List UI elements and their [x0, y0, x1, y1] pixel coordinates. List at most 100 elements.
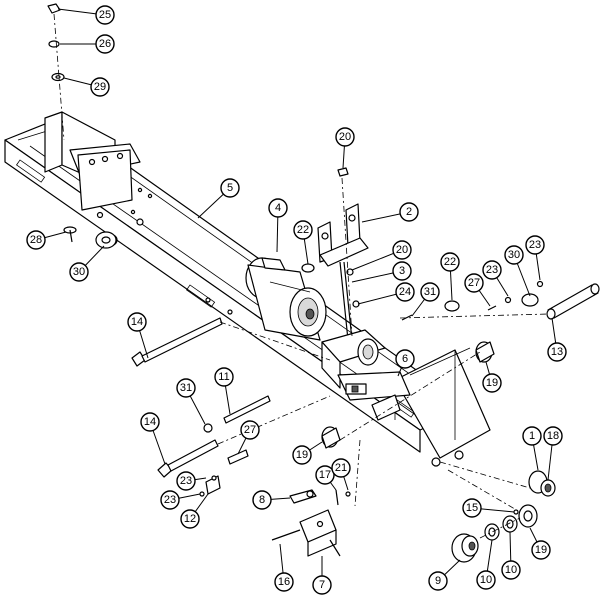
- callout-number: 24: [399, 286, 411, 298]
- callout-number: 30: [508, 249, 520, 261]
- callout-gear-box: 6: [395, 349, 415, 377]
- callout-number: 15: [466, 502, 478, 514]
- shaft: [546, 283, 600, 320]
- callout-circle: [90, 77, 110, 97]
- washer-a: [484, 523, 500, 541]
- callout-pulley: 9: [428, 559, 461, 591]
- callout-cotter-right: 23: [482, 260, 509, 297]
- callout-number: 7: [319, 579, 325, 591]
- callout-rod: 11: [214, 367, 234, 415]
- callout-nut-lower: 20: [351, 240, 412, 271]
- callout-number: 23: [529, 239, 541, 251]
- callout-circle: [482, 260, 502, 280]
- callout-circle: [462, 498, 482, 518]
- callout-nut: 25: [57, 5, 115, 25]
- callout-cable-clamp-left: 30: [69, 245, 105, 282]
- callout-screw-switch: 16: [274, 543, 294, 592]
- callout-number: 11: [218, 371, 229, 383]
- callouts-layer: 2526292054222203242830222723302331146131…: [26, 5, 567, 595]
- callout-number: 19: [486, 377, 498, 389]
- cotter-right: [504, 296, 512, 304]
- callout-circle: [392, 261, 412, 281]
- callout-number: 31: [180, 382, 192, 394]
- limit-switch: [299, 509, 341, 557]
- callout-circle: [140, 412, 160, 432]
- callout-spacer-bottom: 19: [529, 527, 551, 560]
- callout-number: 31: [424, 286, 436, 298]
- callout-circle: [292, 445, 312, 465]
- callout-circle: [395, 282, 415, 302]
- screw: [335, 489, 339, 506]
- callout-circle: [331, 458, 351, 478]
- callout-number: 8: [259, 494, 265, 506]
- callout-number: 13: [551, 346, 563, 358]
- flat-washer: [51, 72, 65, 82]
- callout-circle: [220, 178, 240, 198]
- callout-bolt-lower: 14: [140, 412, 166, 465]
- callout-spacer-right: 19: [482, 361, 502, 393]
- callout-pin-right: 31: [411, 282, 440, 317]
- callout-circle: [392, 240, 412, 260]
- callout-circle: [482, 373, 502, 393]
- callout-spacer-center: 19: [292, 441, 323, 465]
- callout-number: 27: [244, 424, 256, 436]
- callout-number: 21: [335, 462, 347, 474]
- callout-number: 2: [406, 206, 412, 218]
- callout-circle: [95, 5, 115, 25]
- callout-circle: [543, 426, 563, 446]
- callout-number: 16: [278, 576, 290, 588]
- callout-number: 29: [94, 81, 106, 93]
- nut-top: [337, 167, 349, 177]
- callout-circle: [335, 127, 355, 147]
- callout-number: 14: [131, 316, 143, 328]
- callout-circle: [252, 490, 272, 510]
- bracket: [317, 203, 369, 267]
- callout-circle: [274, 572, 294, 592]
- callout-number: 23: [164, 494, 176, 506]
- cotter-left-lower: [199, 491, 205, 497]
- callout-number: 19: [296, 449, 308, 461]
- callout-number: 20: [339, 131, 351, 143]
- carriage-bolt: [63, 226, 77, 243]
- motor: [245, 257, 327, 341]
- callout-cable-clamp-right: 30: [504, 245, 531, 297]
- callout-circle: [525, 235, 545, 255]
- callout-number: 22: [297, 224, 309, 236]
- callout-switch-actuator: 8: [252, 490, 291, 510]
- spring: [339, 261, 353, 341]
- callout-washer: 24: [357, 282, 415, 305]
- callout-number: 4: [275, 202, 281, 214]
- callout-number: 12: [184, 513, 196, 525]
- clevis-pin-right: [487, 305, 497, 311]
- callout-lock-nut-right: 22: [440, 252, 460, 301]
- callout-number: 6: [402, 353, 408, 365]
- callout-clip: 12: [180, 493, 209, 529]
- clevis-pin-left: [227, 449, 249, 465]
- callout-cotter-left-upper: 23: [176, 471, 207, 491]
- lock-nut-right: [444, 300, 460, 312]
- callout-circle: [26, 230, 46, 250]
- callout-cap: 18: [543, 426, 563, 481]
- callout-number: 5: [227, 182, 233, 194]
- callout-nut-top: 20: [335, 127, 355, 169]
- callout-circle: [95, 34, 115, 54]
- callout-circle: [214, 367, 234, 387]
- callout-limit-switch: 7: [312, 556, 332, 595]
- callout-circle: [464, 273, 484, 293]
- cable-clamp-right: [521, 293, 539, 307]
- callout-number: 18: [547, 430, 559, 442]
- callout-clevis-pin-left: 27: [237, 420, 260, 455]
- switch-actuator: [289, 489, 317, 504]
- callout-circle: [420, 282, 440, 302]
- callout-circle: [293, 220, 313, 240]
- callout-lock-nut: 22: [293, 220, 313, 265]
- callout-circle: [69, 262, 89, 282]
- callout-circle: [522, 426, 542, 446]
- callout-circle: [399, 202, 419, 222]
- callout-main-rail: 5: [197, 178, 240, 219]
- callout-roller: 1: [522, 426, 542, 471]
- pin-left: [203, 423, 213, 433]
- callout-cotter-far-right: 23: [525, 235, 545, 281]
